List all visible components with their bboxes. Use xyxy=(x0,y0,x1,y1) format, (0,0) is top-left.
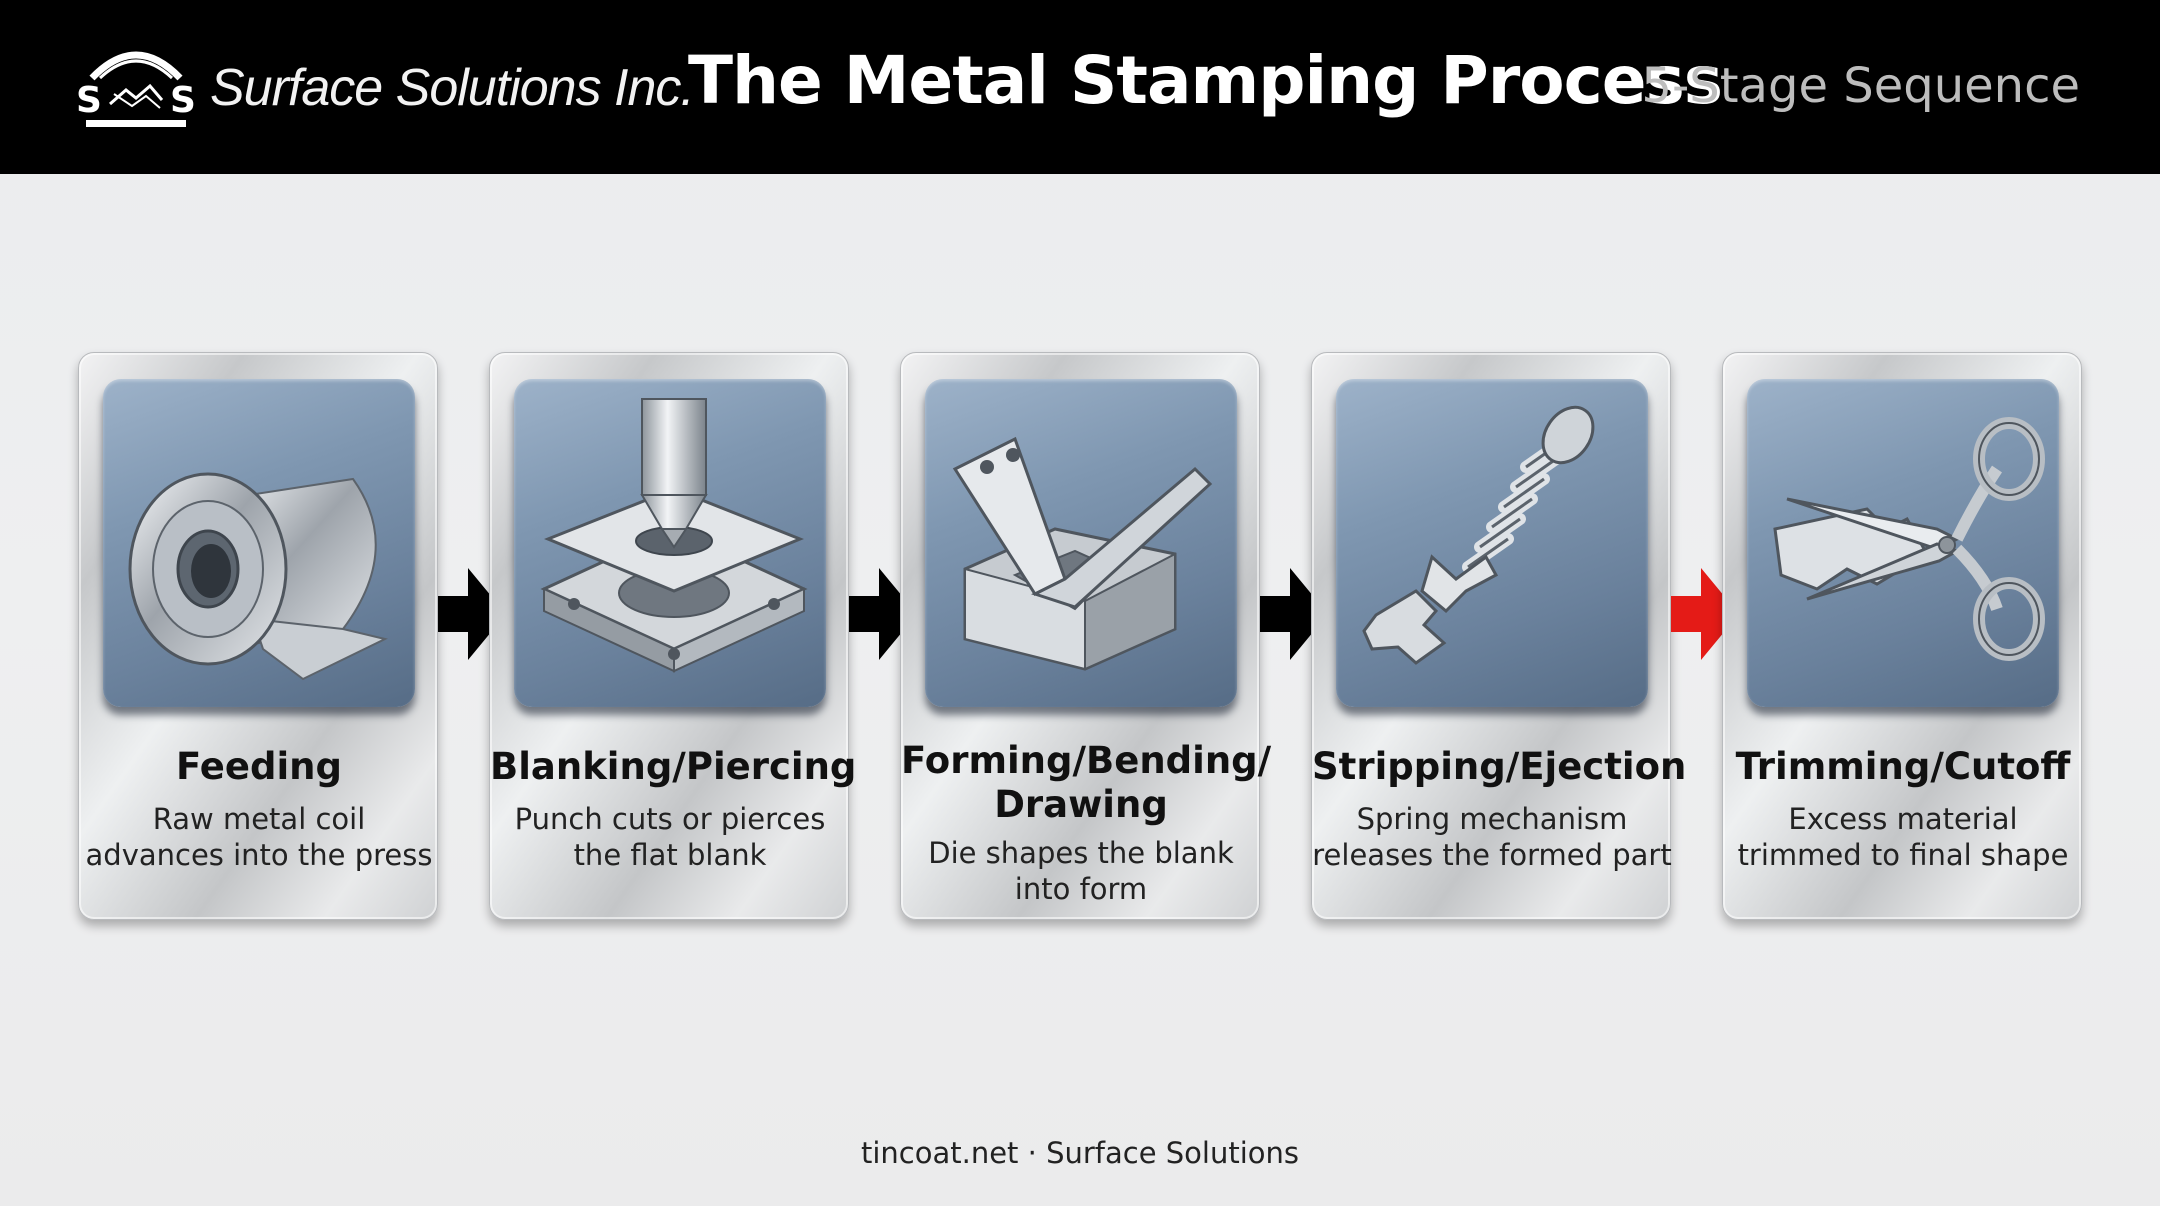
stage-card-trimming-cutoff: Trimming/Cutoff Excess material trimmed … xyxy=(1722,352,2082,920)
stage-card-blanking-piercing: Blanking/Piercing Punch cuts or pierces … xyxy=(489,352,857,920)
stage-description-line: trimmed to final shape xyxy=(1737,838,2069,872)
arrow-right-icon xyxy=(1671,568,1739,660)
stage-icon-tile xyxy=(514,379,826,707)
stage-title: Trimming/Cutoff xyxy=(1735,745,2071,788)
company-name: Surface Solutions Inc. xyxy=(210,59,695,117)
arrow-right-icon xyxy=(1260,568,1328,660)
metal-coil-icon xyxy=(128,472,388,681)
svg-text:S: S xyxy=(76,80,102,121)
stage-description-line: Raw metal coil xyxy=(152,802,366,836)
arrow-right-icon xyxy=(849,568,917,660)
header-bar: S S Surface Solutions Inc. The Metal Sta… xyxy=(0,0,2160,174)
stage-icon-tile xyxy=(925,379,1237,707)
stage-title: Stripping/Ejection xyxy=(1312,745,1687,788)
stage-description-line: releases the formed part xyxy=(1312,838,1672,872)
spring-ejector-icon xyxy=(1362,405,1595,665)
stage-icon-tile xyxy=(1336,379,1648,707)
stage-description-line: Excess material xyxy=(1788,802,2018,836)
stage-description-line: Die shapes the blank xyxy=(928,836,1234,870)
page-title: The Metal Stamping Process xyxy=(688,42,1723,119)
stage-card-stripping-ejection: Stripping/Ejection Spring mechanism rele… xyxy=(1311,352,1687,920)
scissors-icon xyxy=(1773,417,2045,661)
stage-description-line: advances into the press xyxy=(85,838,433,872)
stage-title-line: Forming/Bending/ xyxy=(901,739,1272,782)
stage-description-line: Spring mechanism xyxy=(1356,802,1628,836)
company-logo: S S xyxy=(76,51,196,127)
stage-description-line: into form xyxy=(1014,872,1148,906)
stage-card-forming-bending-drawing: Forming/Bending/ Drawing Die shapes the … xyxy=(900,352,1272,920)
stage-icon-tile xyxy=(1747,379,2059,707)
stage-title: Feeding xyxy=(176,745,342,788)
footer-credit: tincoat.net · Surface Solutions xyxy=(860,1136,1300,1170)
stage-description-line: Punch cuts or pierces xyxy=(514,802,826,836)
arrow-right-icon xyxy=(438,568,506,660)
stage-title: Blanking/Piercing xyxy=(490,745,857,788)
stage-description-line: the flat blank xyxy=(573,838,767,872)
svg-text:S: S xyxy=(170,80,196,121)
bending-die-icon xyxy=(952,436,1213,671)
punch-die-icon xyxy=(540,398,808,673)
page-subtitle: 5-Stage Sequence xyxy=(1641,58,2080,114)
stage-icon-tile xyxy=(103,379,415,707)
stage-card-feeding: Feeding Raw metal coil advances into the… xyxy=(78,352,438,920)
stage-title-line: Drawing xyxy=(994,783,1168,826)
